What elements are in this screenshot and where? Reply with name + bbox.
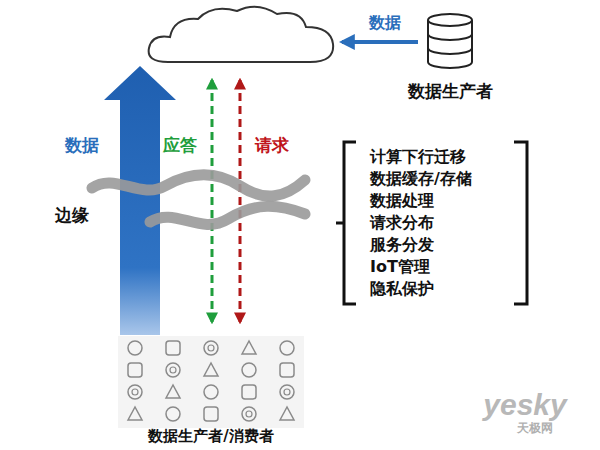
device-icon <box>128 407 142 420</box>
device-icon <box>242 385 256 399</box>
device-icon <box>128 385 142 399</box>
arrow-label: 数据 <box>369 14 401 32</box>
device-icon <box>280 385 294 399</box>
data-arrow <box>342 40 418 44</box>
device-icon <box>204 341 218 355</box>
device-icon <box>128 341 142 355</box>
device-icon <box>208 345 214 351</box>
function-item: 计算下行迁移 <box>370 148 466 166</box>
device-icon <box>246 411 252 417</box>
device-label: 数据生产者/消费者 <box>148 428 273 445</box>
device-icon <box>166 363 180 377</box>
device-icon <box>170 367 176 373</box>
device-icon <box>204 363 218 376</box>
bracket <box>336 142 356 304</box>
function-item: IoT管理 <box>370 258 430 276</box>
watermark: yesky <box>483 388 566 423</box>
database-icon <box>428 14 472 68</box>
watermark: 天极网 <box>517 422 553 436</box>
device-icon <box>166 341 180 355</box>
device-icon <box>284 389 290 395</box>
device-panel <box>118 336 304 428</box>
device-icon <box>242 341 256 354</box>
device-icon <box>166 385 180 398</box>
device-icon <box>166 407 180 421</box>
device-icon <box>280 407 294 420</box>
function-item: 隐私保护 <box>370 280 434 298</box>
function-item: 数据缓存/存储 <box>370 170 472 188</box>
function-item: 服务分发 <box>370 236 434 254</box>
device-icon <box>204 385 218 399</box>
function-item: 请求分布 <box>370 214 434 232</box>
edge-band <box>92 175 305 196</box>
device-icon <box>132 389 138 395</box>
device-icons <box>128 341 294 421</box>
edge-band <box>150 206 305 224</box>
arrow-label: 数据 <box>65 136 99 156</box>
producer-label: 数据生产者 <box>408 82 493 102</box>
device-icon <box>242 363 256 377</box>
cloud <box>149 7 334 62</box>
device-icon <box>242 407 256 421</box>
arrow-label: 请求 <box>255 136 289 156</box>
device-icon <box>204 407 218 421</box>
device-icon <box>280 363 294 377</box>
edge-label: 边缘 <box>55 206 89 226</box>
bracket <box>514 142 527 304</box>
arrow-label: 应答 <box>163 136 197 156</box>
function-item: 数据处理 <box>370 192 434 210</box>
request-arrow <box>239 80 242 322</box>
data-arrow-up <box>104 66 176 335</box>
response-arrow <box>211 80 214 322</box>
device-icon <box>128 363 142 377</box>
device-icon <box>280 341 294 355</box>
